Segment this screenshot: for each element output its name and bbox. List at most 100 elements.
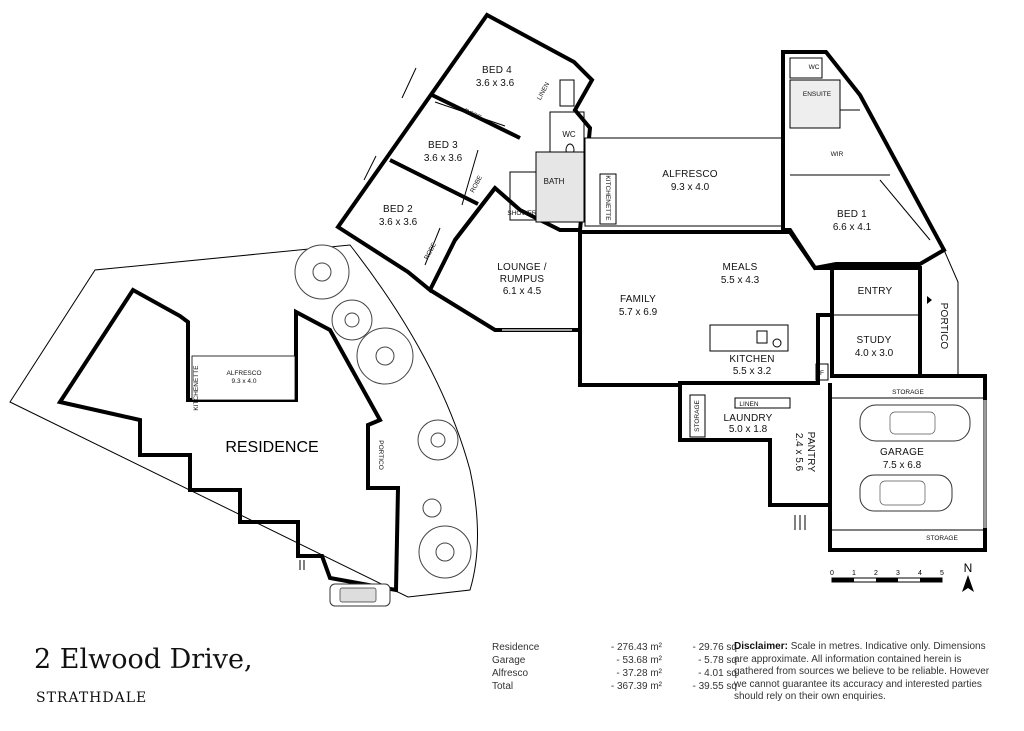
kitchenette-label: KITCHENETTE <box>604 175 611 221</box>
north-label: N <box>964 561 973 575</box>
study-dim: 4.0 x 3.0 <box>855 348 894 359</box>
living-wall <box>578 230 834 387</box>
kitchenette-bench <box>599 173 617 225</box>
area-row: Total - 367.39 m² - 39.55 sq <box>492 680 737 693</box>
garage-dim: 7.5 x 6.8 <box>883 460 922 471</box>
area-table: Residence - 276.43 m² - 29.76 sq Garage … <box>492 641 737 693</box>
tree-icon <box>422 498 442 518</box>
shower-label: SHOWER <box>507 210 537 217</box>
linen-label: LINEN <box>536 81 551 101</box>
laundry-name: LAUNDRY <box>723 413 772 424</box>
disclaimer-heading: Disclaimer: <box>734 641 788 652</box>
address-suburb: STRATHDALE <box>36 690 148 706</box>
scale-tick-label: 2 <box>874 570 878 577</box>
entry-name: ENTRY <box>858 286 893 297</box>
area-sq: - 5.78 sq <box>698 655 737 666</box>
svg-text:ROBE: ROBE <box>463 108 483 122</box>
portico-name: PORTICO <box>938 303 949 350</box>
area-row: Alfresco - 37.28 m² - 4.01 sq <box>492 667 737 680</box>
garage-name: GARAGE <box>880 447 924 458</box>
area-m2: - 53.68 m² <box>616 655 662 666</box>
fridge-label: F <box>820 370 824 377</box>
area-m2: - 276.43 m² <box>610 642 662 653</box>
residence-label: RESIDENCE <box>225 439 318 456</box>
kitchen-dim: 5.5 x 3.2 <box>733 366 772 377</box>
disclaimer-text: Scale in metres. Indicative only. Dimens… <box>734 641 990 702</box>
tree-icon <box>417 419 459 461</box>
tree-icon <box>331 299 373 341</box>
scale-tick-label: 3 <box>896 570 900 577</box>
site-plan: ALFRESCO 9.3 x 4.0 KITCHENETTE RESIDENCE… <box>9 244 478 607</box>
linen-cupboard <box>559 79 575 107</box>
meals-name: MEALS <box>723 262 758 273</box>
site-portico-label: PORTICO <box>377 440 384 470</box>
lounge-name2: RUMPUS <box>500 274 545 285</box>
storage-label-garage-top: STORAGE <box>892 389 924 396</box>
window <box>363 155 377 181</box>
bath-room <box>535 151 585 223</box>
wir-label: WIR <box>831 151 844 158</box>
alfresco-room <box>584 137 784 227</box>
kitchen-name: KITCHEN <box>729 354 774 365</box>
car-icon <box>329 583 391 607</box>
ensuite-label: ENSUITE <box>803 91 832 98</box>
car-icon <box>859 404 971 442</box>
bathtub-icon <box>509 171 537 221</box>
site-kitchenette-label: KITCHENETTE <box>193 365 200 411</box>
family-dim: 5.7 x 6.9 <box>619 307 658 318</box>
svg-text:ROBE: ROBE <box>423 241 438 261</box>
window <box>513 29 547 47</box>
storage-label-laundry: STORAGE <box>694 400 701 432</box>
ensuite-room <box>789 79 841 129</box>
fridge-space <box>815 363 829 381</box>
site-alfresco-dim: 9.3 x 4.0 <box>232 378 257 385</box>
site-boundary <box>9 244 478 598</box>
entry-study-wall <box>830 266 922 378</box>
alfresco-name: ALFRESCO <box>662 169 718 180</box>
linen-cupboard-laundry <box>734 397 791 409</box>
bed2-dim: 3.6 x 3.6 <box>379 217 418 228</box>
area-label: Residence <box>492 642 540 653</box>
bed1-dim: 6.6 x 4.1 <box>833 222 872 233</box>
bed2-name: BED 2 <box>383 204 413 215</box>
alfresco-dim: 9.3 x 4.0 <box>671 182 710 193</box>
laundry-dim: 5.0 x 1.8 <box>729 424 768 435</box>
linen-label-laundry: LINEN <box>739 401 758 408</box>
scale-tick-label: 5 <box>940 570 944 577</box>
portico-outline <box>919 249 959 376</box>
garage-wall <box>828 374 987 552</box>
area-label: Alfresco <box>492 668 529 679</box>
area-row: Garage - 53.68 m² - 5.78 sq <box>492 654 737 667</box>
area-sq: - 4.01 sq <box>698 668 737 679</box>
window <box>401 67 417 99</box>
wc2-label: WC <box>809 64 820 71</box>
storage-label-garage-bottom: STORAGE <box>926 535 958 542</box>
area-row: Residence - 276.43 m² - 29.76 sq <box>492 641 737 654</box>
study-name: STUDY <box>857 335 892 346</box>
steps <box>794 515 806 530</box>
residence-outline <box>56 287 401 593</box>
north-arrow-icon <box>962 575 974 592</box>
pantry-dim: 2.4 x 5.6 <box>793 433 804 472</box>
bed3-name: BED 3 <box>428 140 458 151</box>
car-icon <box>859 474 953 512</box>
site-alfresco-label: ALFRESCO <box>226 370 261 377</box>
bed4-dim: 3.6 x 3.6 <box>476 78 515 89</box>
wc-label: WC <box>562 130 576 139</box>
area-m2: - 367.39 m² <box>610 681 662 692</box>
tree-icon <box>356 327 414 385</box>
scale-tick-label: 4 <box>918 570 922 577</box>
bed3-dim: 3.6 x 3.6 <box>424 153 463 164</box>
site-alfresco <box>191 355 296 401</box>
area-sq: - 39.55 sq <box>692 681 737 692</box>
robe-bed4: ROBE <box>434 101 506 127</box>
wc2-room <box>789 57 823 79</box>
pantry-name: PANTRY <box>805 432 816 473</box>
bed4-name: BED 4 <box>482 65 512 76</box>
svg-text:ROBE: ROBE <box>469 174 484 194</box>
area-sq: - 29.76 sq <box>692 642 737 653</box>
meals-dim: 5.5 x 4.3 <box>721 275 760 286</box>
lounge-dim: 6.1 x 4.5 <box>503 286 542 297</box>
scale-tick-label: 1 <box>852 570 856 577</box>
family-name: FAMILY <box>620 294 656 305</box>
